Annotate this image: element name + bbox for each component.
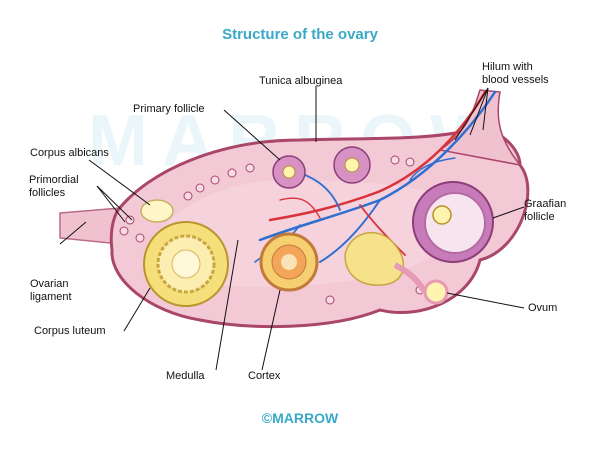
label-primordial-line2: follicles xyxy=(29,187,66,199)
primary-follicle xyxy=(272,146,371,189)
ovum-shape xyxy=(423,279,449,305)
leader-lines xyxy=(59,86,525,371)
label-tunica-albuginea: Tunica albuginea xyxy=(259,75,343,87)
label-ligament-line1: Ovarian xyxy=(30,278,69,290)
diagram-title: Structure of the ovary xyxy=(222,26,378,43)
label-hilum-line1: Hilum with xyxy=(482,61,533,73)
footer-brand: ©MARROW xyxy=(261,410,339,426)
primordial-follicles xyxy=(119,155,425,305)
label-ovarian-ligament: Ovarian ligament xyxy=(30,278,72,304)
label-cortex: Cortex xyxy=(248,370,281,382)
graafian-follicle xyxy=(412,181,494,263)
label-graafian-line2: follicle xyxy=(524,211,555,223)
label-primordial-line1: Primordial xyxy=(29,174,79,186)
label-ovum: Ovum xyxy=(528,302,558,314)
label-graafian-follicle: Graafian follicle xyxy=(524,198,566,224)
label-primordial-follicles: Primordial follicles xyxy=(29,174,79,200)
cortex-follicle xyxy=(259,232,319,292)
label-ligament-line2: ligament xyxy=(30,291,72,303)
corpus-luteum xyxy=(143,221,229,307)
label-primary-follicle: Primary follicle xyxy=(133,103,205,115)
label-hilum-line2: blood vessels xyxy=(482,74,549,86)
label-medulla: Medulla xyxy=(166,370,205,382)
ruptured-follicle xyxy=(344,231,428,294)
label-corpus-albicans: Corpus albicans xyxy=(30,147,109,159)
label-graafian-line1: Graafian xyxy=(524,198,567,210)
label-corpus-luteum: Corpus luteum xyxy=(34,325,106,337)
corpus-albicans xyxy=(140,199,174,223)
label-hilum: Hilum with blood vessels xyxy=(482,61,549,87)
